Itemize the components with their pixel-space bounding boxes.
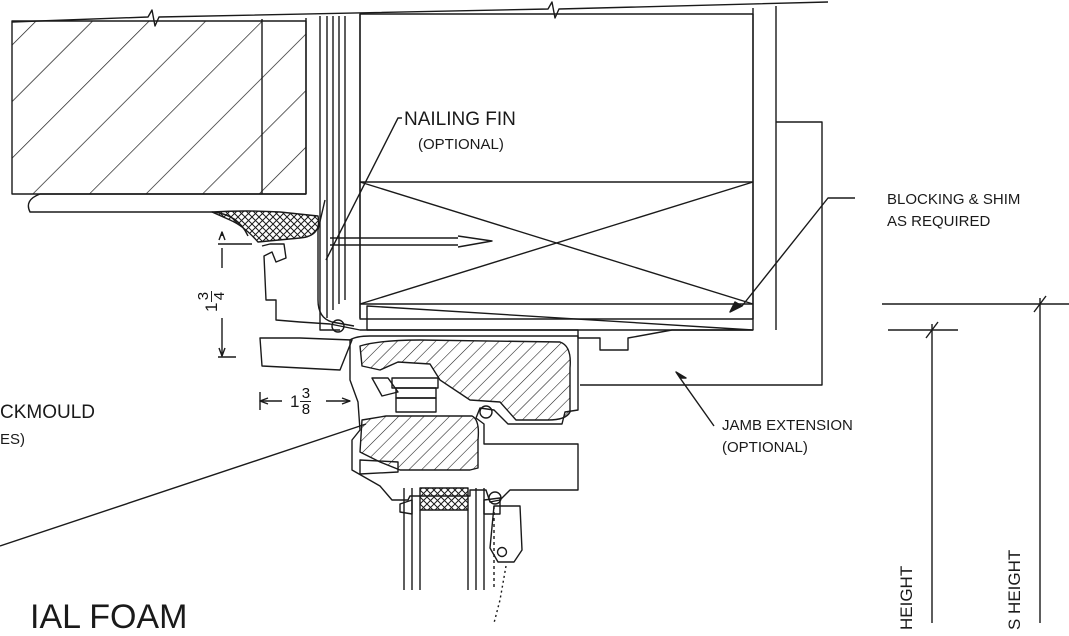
jamb-extension-note: (OPTIONAL) xyxy=(722,439,808,456)
dimension-horizontal xyxy=(259,392,351,410)
dim-a-denominator: 4 xyxy=(211,291,228,301)
dimension-1-3-4: 1 3 4 xyxy=(195,290,228,312)
height-dimension-lines xyxy=(882,295,1069,623)
height-label-right: S HEIGHT xyxy=(1005,549,1024,630)
dim-a-numerator: 3 xyxy=(195,291,212,301)
interior-glazing-bead xyxy=(489,505,523,623)
dimension-1-3-8: 1 3 8 xyxy=(290,385,312,418)
glazing-unit xyxy=(399,487,501,590)
thermal-break-lower xyxy=(359,415,480,471)
blocking-shim-label-line1: BLOCKING & SHIM xyxy=(887,191,1021,208)
dim-b-denominator: 8 xyxy=(301,401,311,418)
dim-b-whole: 1 xyxy=(290,392,300,411)
nailing-fin-label: NAILING FIN xyxy=(404,109,516,130)
leader-lines xyxy=(0,117,855,547)
frame-profile xyxy=(259,199,753,503)
dim-a-whole: 1 xyxy=(202,302,221,312)
dim-b-numerator: 3 xyxy=(301,385,311,402)
nailing-fin-note: (OPTIONAL) xyxy=(418,136,504,153)
brickmould-label: CKMOULD xyxy=(0,402,96,423)
height-label-left: HEIGHT xyxy=(897,565,916,630)
foam-label: IAL FOAM xyxy=(30,598,188,636)
jamb-extension-label: JAMB EXTENSION xyxy=(722,417,853,434)
brickmould-note: ES) xyxy=(0,431,26,448)
glazing-clips xyxy=(359,377,502,505)
thermal-break-upper xyxy=(359,339,571,421)
shim-wedge xyxy=(366,305,754,331)
blocking-shim-label-line2: AS REQUIRED xyxy=(887,213,991,230)
framing-studs xyxy=(319,14,361,331)
header-block xyxy=(359,6,823,386)
masonry-wall xyxy=(11,18,307,237)
dimension-vertical xyxy=(218,231,252,358)
sealant-bead xyxy=(211,210,320,243)
window-section-drawing xyxy=(0,1,1069,623)
nail xyxy=(330,235,493,248)
